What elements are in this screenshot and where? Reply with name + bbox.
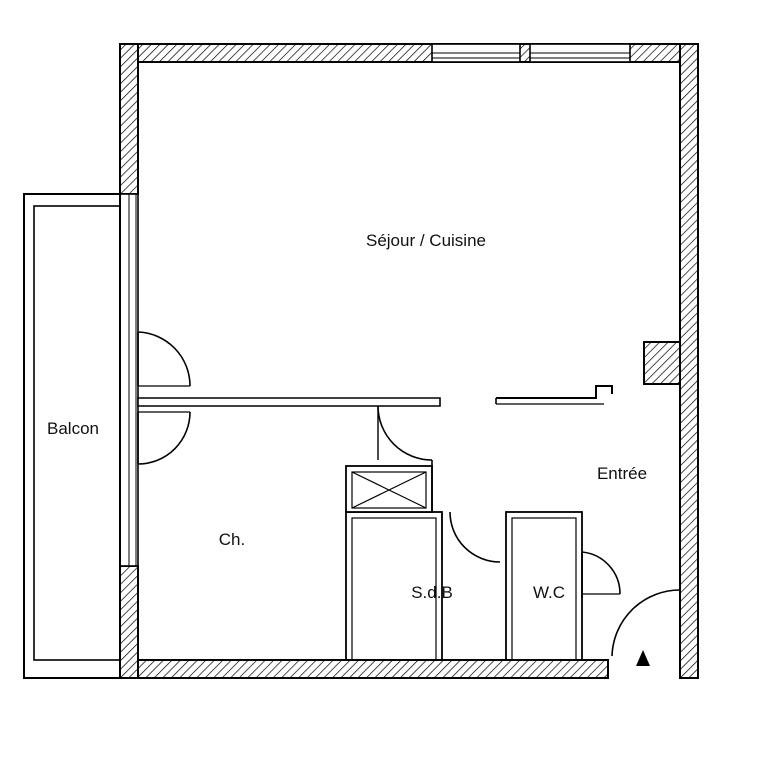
room-label-wc: W.C bbox=[533, 583, 565, 602]
room-label-balcon: Balcon bbox=[47, 419, 99, 438]
door-swings bbox=[137, 331, 681, 678]
entrance-arrow-icon bbox=[636, 650, 650, 666]
interior-partitions bbox=[137, 385, 613, 661]
exterior-walls bbox=[119, 43, 699, 679]
room-label-entree: Entrée bbox=[597, 464, 647, 483]
balcony bbox=[23, 193, 121, 679]
balcony-openings bbox=[119, 193, 139, 567]
room-label-chambre: Ch. bbox=[219, 530, 245, 549]
duct-cross-icon bbox=[345, 465, 433, 513]
room-label-sdb: S.d.B bbox=[411, 583, 453, 602]
top-windows bbox=[431, 43, 631, 63]
room-label-sejour: Séjour / Cuisine bbox=[366, 231, 486, 250]
